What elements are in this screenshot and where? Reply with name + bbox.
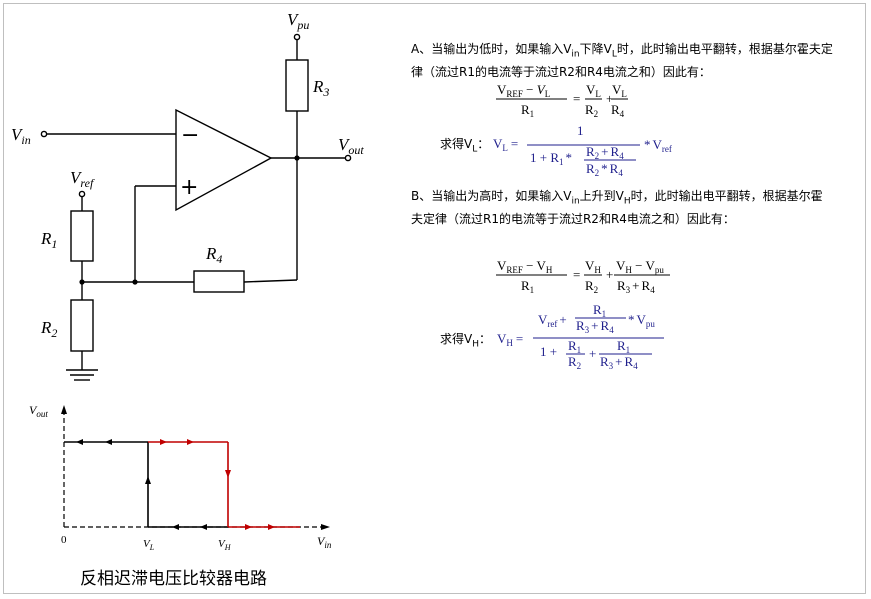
graph-ylabel: Vout [29, 403, 48, 419]
graph-xlabel: Vin [317, 534, 332, 550]
section-a-result-label: 求得VL： [440, 137, 490, 155]
arrow-left [76, 439, 83, 445]
resistor-r1 [70, 210, 94, 262]
section-b-result-label: 求得VH： [440, 332, 492, 350]
arrow-right [245, 524, 252, 530]
opamp-plus-sign: + [180, 175, 198, 200]
arrow-down [225, 470, 231, 478]
graph-vl-label: VL [143, 538, 155, 552]
figure-frame [3, 3, 866, 594]
vpu-terminal [293, 33, 301, 41]
resistor-r2 [70, 299, 94, 352]
section-b-text: B、当输出为高时，如果输入Vin上升到VH时，此时输出电平翻转，根据基尔霍 夫定… [411, 189, 823, 227]
r1-label: R1 [40, 229, 57, 251]
arrow-up [145, 476, 151, 484]
hysteresis-graph: Vout Vin VL VH 0 [29, 403, 332, 552]
arrow-left [172, 524, 179, 530]
resistor-r4 [193, 270, 245, 293]
vout-label: Vout [338, 135, 364, 157]
junction-dot [79, 279, 85, 285]
junction-dot [294, 155, 300, 161]
arrow-left [105, 439, 112, 445]
vout-terminal [344, 154, 352, 162]
arrow-right [268, 524, 275, 530]
arrow-left [200, 524, 207, 530]
arrow-right [187, 439, 194, 445]
r3-label: R3 [312, 77, 329, 99]
ground-symbol [66, 369, 98, 381]
vpu-label: Vpu [287, 10, 309, 32]
figure-caption: 反相迟滞电压比较器电路 [80, 569, 267, 589]
arrow-right [160, 439, 167, 445]
vin-label: Vin [11, 125, 31, 147]
graph-vh-label: VH [218, 538, 232, 552]
r4-label: R4 [205, 244, 222, 266]
vref-terminal [78, 190, 86, 198]
r2-label: R2 [40, 318, 57, 340]
vin-terminal [40, 130, 48, 138]
resistor-r3 [285, 59, 309, 112]
junction-dot [132, 279, 138, 285]
vref-label: Vref [70, 168, 95, 190]
section-a-text: A、当输出为低时，如果输入Vin下降VL时，此时输出电平翻转，根据基尔霍夫定 律… [411, 42, 833, 80]
graph-origin: 0 [61, 534, 67, 546]
opamp [175, 108, 273, 212]
opamp-minus-sign: − [181, 123, 199, 148]
